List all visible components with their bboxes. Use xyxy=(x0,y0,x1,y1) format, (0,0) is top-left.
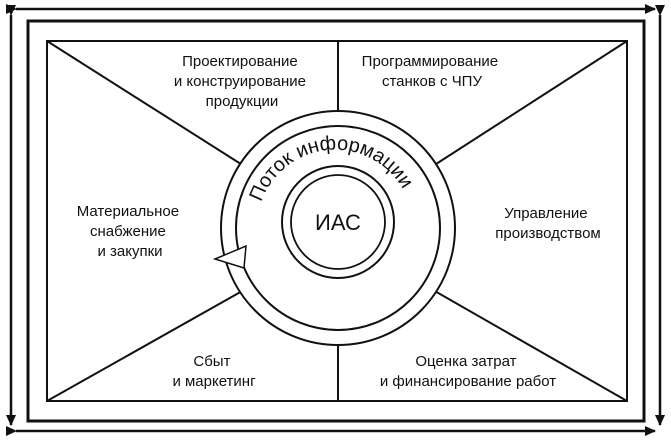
sector-sales: Сбыт и маркетинг xyxy=(172,353,256,390)
sector-supply: Материальное снабжение и закупки xyxy=(77,203,184,260)
sector-finance: Оценка затрат и финансирование работ xyxy=(380,353,556,390)
center-label: ИАС xyxy=(315,210,361,235)
divider-bottom-right xyxy=(432,289,628,402)
sector-production: Управление производством xyxy=(495,205,600,242)
ias-ring-inner xyxy=(290,174,386,270)
divider-top-right xyxy=(432,40,628,167)
flow-arrowhead-icon xyxy=(212,244,247,269)
outer-frame xyxy=(26,19,646,423)
sector-cnc: Программирование станков с ЧПУ xyxy=(362,53,503,90)
divider-bottom-left xyxy=(46,289,245,402)
divider-top-left xyxy=(46,40,245,167)
sector-design: Проектирование и конструирование продукц… xyxy=(174,53,310,110)
